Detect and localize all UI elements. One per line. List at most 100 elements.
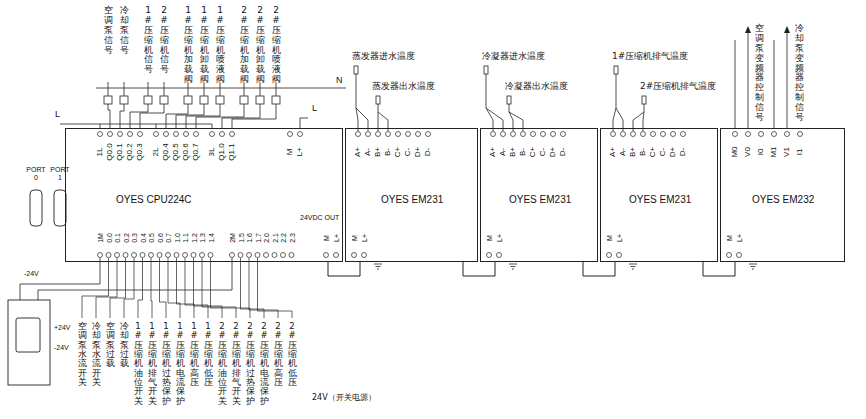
terminal-screw <box>157 253 162 258</box>
terminal-label: 3L <box>208 148 216 157</box>
input-wire <box>124 258 134 318</box>
line-label: L <box>55 110 60 119</box>
terminal-screw <box>106 253 111 258</box>
terminal-label: V1 <box>783 147 791 157</box>
wire <box>186 82 220 128</box>
input-wire <box>185 258 208 318</box>
terminal-label: I0 <box>757 149 765 156</box>
terminal-label: D- <box>424 148 432 156</box>
terminal-label: C- <box>404 148 412 156</box>
input-label: 2#压缩机油位开关 <box>218 322 227 406</box>
terminal-screw <box>220 132 225 137</box>
terminal-screw <box>621 132 626 137</box>
input-label: 1#压缩机电流保护 <box>176 322 185 406</box>
terminal-screw <box>174 253 179 258</box>
terminal-label: 1.1 <box>182 233 189 243</box>
terminal-screw <box>132 253 137 258</box>
terminal-screw <box>98 132 103 137</box>
terminal-label: C+ <box>529 147 537 157</box>
input-wire <box>151 258 152 318</box>
terminal-screw <box>551 132 556 137</box>
input-label: 1#压缩机低压 <box>204 322 213 387</box>
wire <box>140 82 164 128</box>
temperature-probe <box>507 96 511 104</box>
terminal-screw <box>376 132 381 137</box>
input-wire <box>110 258 126 318</box>
terminal-label: L+ <box>361 234 368 242</box>
terminal-label: Q1.0 <box>218 143 226 160</box>
terminal-screw <box>607 253 612 258</box>
terminal-label: Q0.3 <box>136 143 144 160</box>
terminal-label: A- <box>499 148 507 156</box>
signal-label: 冷却泵信号 <box>120 6 129 55</box>
module-label: OYES EM231 <box>381 195 443 205</box>
signal-label: 2#压缩机信号 <box>160 6 169 75</box>
terminal-screw <box>208 253 213 258</box>
terminal-label: M <box>323 235 330 241</box>
terminal-screw <box>149 253 154 258</box>
terminal-screw <box>166 253 171 258</box>
sensor-label: 冷凝器出水温度 <box>505 82 568 91</box>
terminal-label: A+ <box>609 147 617 157</box>
terminal-label: C+ <box>649 147 657 157</box>
wire <box>613 74 623 131</box>
terminal-label: D+ <box>669 147 677 157</box>
input-label: 空调泵过载 <box>106 322 115 369</box>
terminal-screw <box>511 132 516 137</box>
terminal-screw <box>238 253 243 258</box>
temperature-probe <box>614 66 618 74</box>
wire <box>176 82 204 128</box>
signal-label: 1#压缩机喷液阀 <box>216 6 225 85</box>
terminal-screw <box>298 132 303 137</box>
power-supply <box>8 300 50 385</box>
input-label: 2#压缩机过热保护 <box>246 322 255 406</box>
terminal-screw <box>487 253 492 258</box>
wire <box>130 82 148 128</box>
terminal-label: 1.2 <box>190 233 197 243</box>
bus-cable <box>328 262 360 276</box>
bus-cable <box>583 262 615 276</box>
arrow-head <box>784 26 790 33</box>
relay-coil <box>216 96 224 104</box>
input-wire <box>96 258 117 318</box>
terminal-label: B+ <box>509 147 517 157</box>
terminal-screw <box>264 253 269 258</box>
terminal-screw <box>746 132 751 137</box>
terminal-label: Q0.0 <box>106 143 114 160</box>
terminal-label: I1 <box>796 149 804 156</box>
wire <box>196 82 244 128</box>
signal-label: 2#压缩机喷液阀 <box>272 6 281 85</box>
terminal-label: A- <box>619 148 627 156</box>
temperature-probe <box>354 66 646 104</box>
terminal-label: 2L <box>152 148 160 157</box>
terminal-label: 0.4 <box>139 233 146 243</box>
module-label: OYES EM232 <box>752 195 814 205</box>
port-connector <box>30 190 66 226</box>
input-wire <box>138 258 143 318</box>
terminal-screw <box>737 253 742 258</box>
terminal-screw <box>200 253 205 258</box>
input-label: 2#压缩机高压 <box>274 322 283 387</box>
terminal-label: M <box>486 235 493 241</box>
relay-coil <box>184 96 192 104</box>
terminal-label: M0 <box>731 146 739 157</box>
power-label: 24V（开关电源） <box>312 394 376 402</box>
temperature-probe <box>484 66 488 74</box>
terminal-screw <box>289 253 294 258</box>
terminal-screw <box>138 132 143 137</box>
terminal-label: 0.6 <box>156 233 163 243</box>
terminal-label: B- <box>519 148 527 156</box>
terminal-label: Q0.6 <box>182 143 190 160</box>
wire <box>108 82 110 128</box>
input-wire <box>82 258 292 318</box>
wire <box>509 104 523 131</box>
relay-coil <box>160 96 168 104</box>
input-label: 1#压缩机高压 <box>190 322 199 387</box>
input-wire <box>194 258 223 318</box>
input-label: 2#压缩机低压 <box>288 322 297 387</box>
terminal-label: M <box>606 235 613 241</box>
signal-label: 1#压缩机加载阀 <box>184 6 193 85</box>
line-label: N <box>336 76 343 85</box>
